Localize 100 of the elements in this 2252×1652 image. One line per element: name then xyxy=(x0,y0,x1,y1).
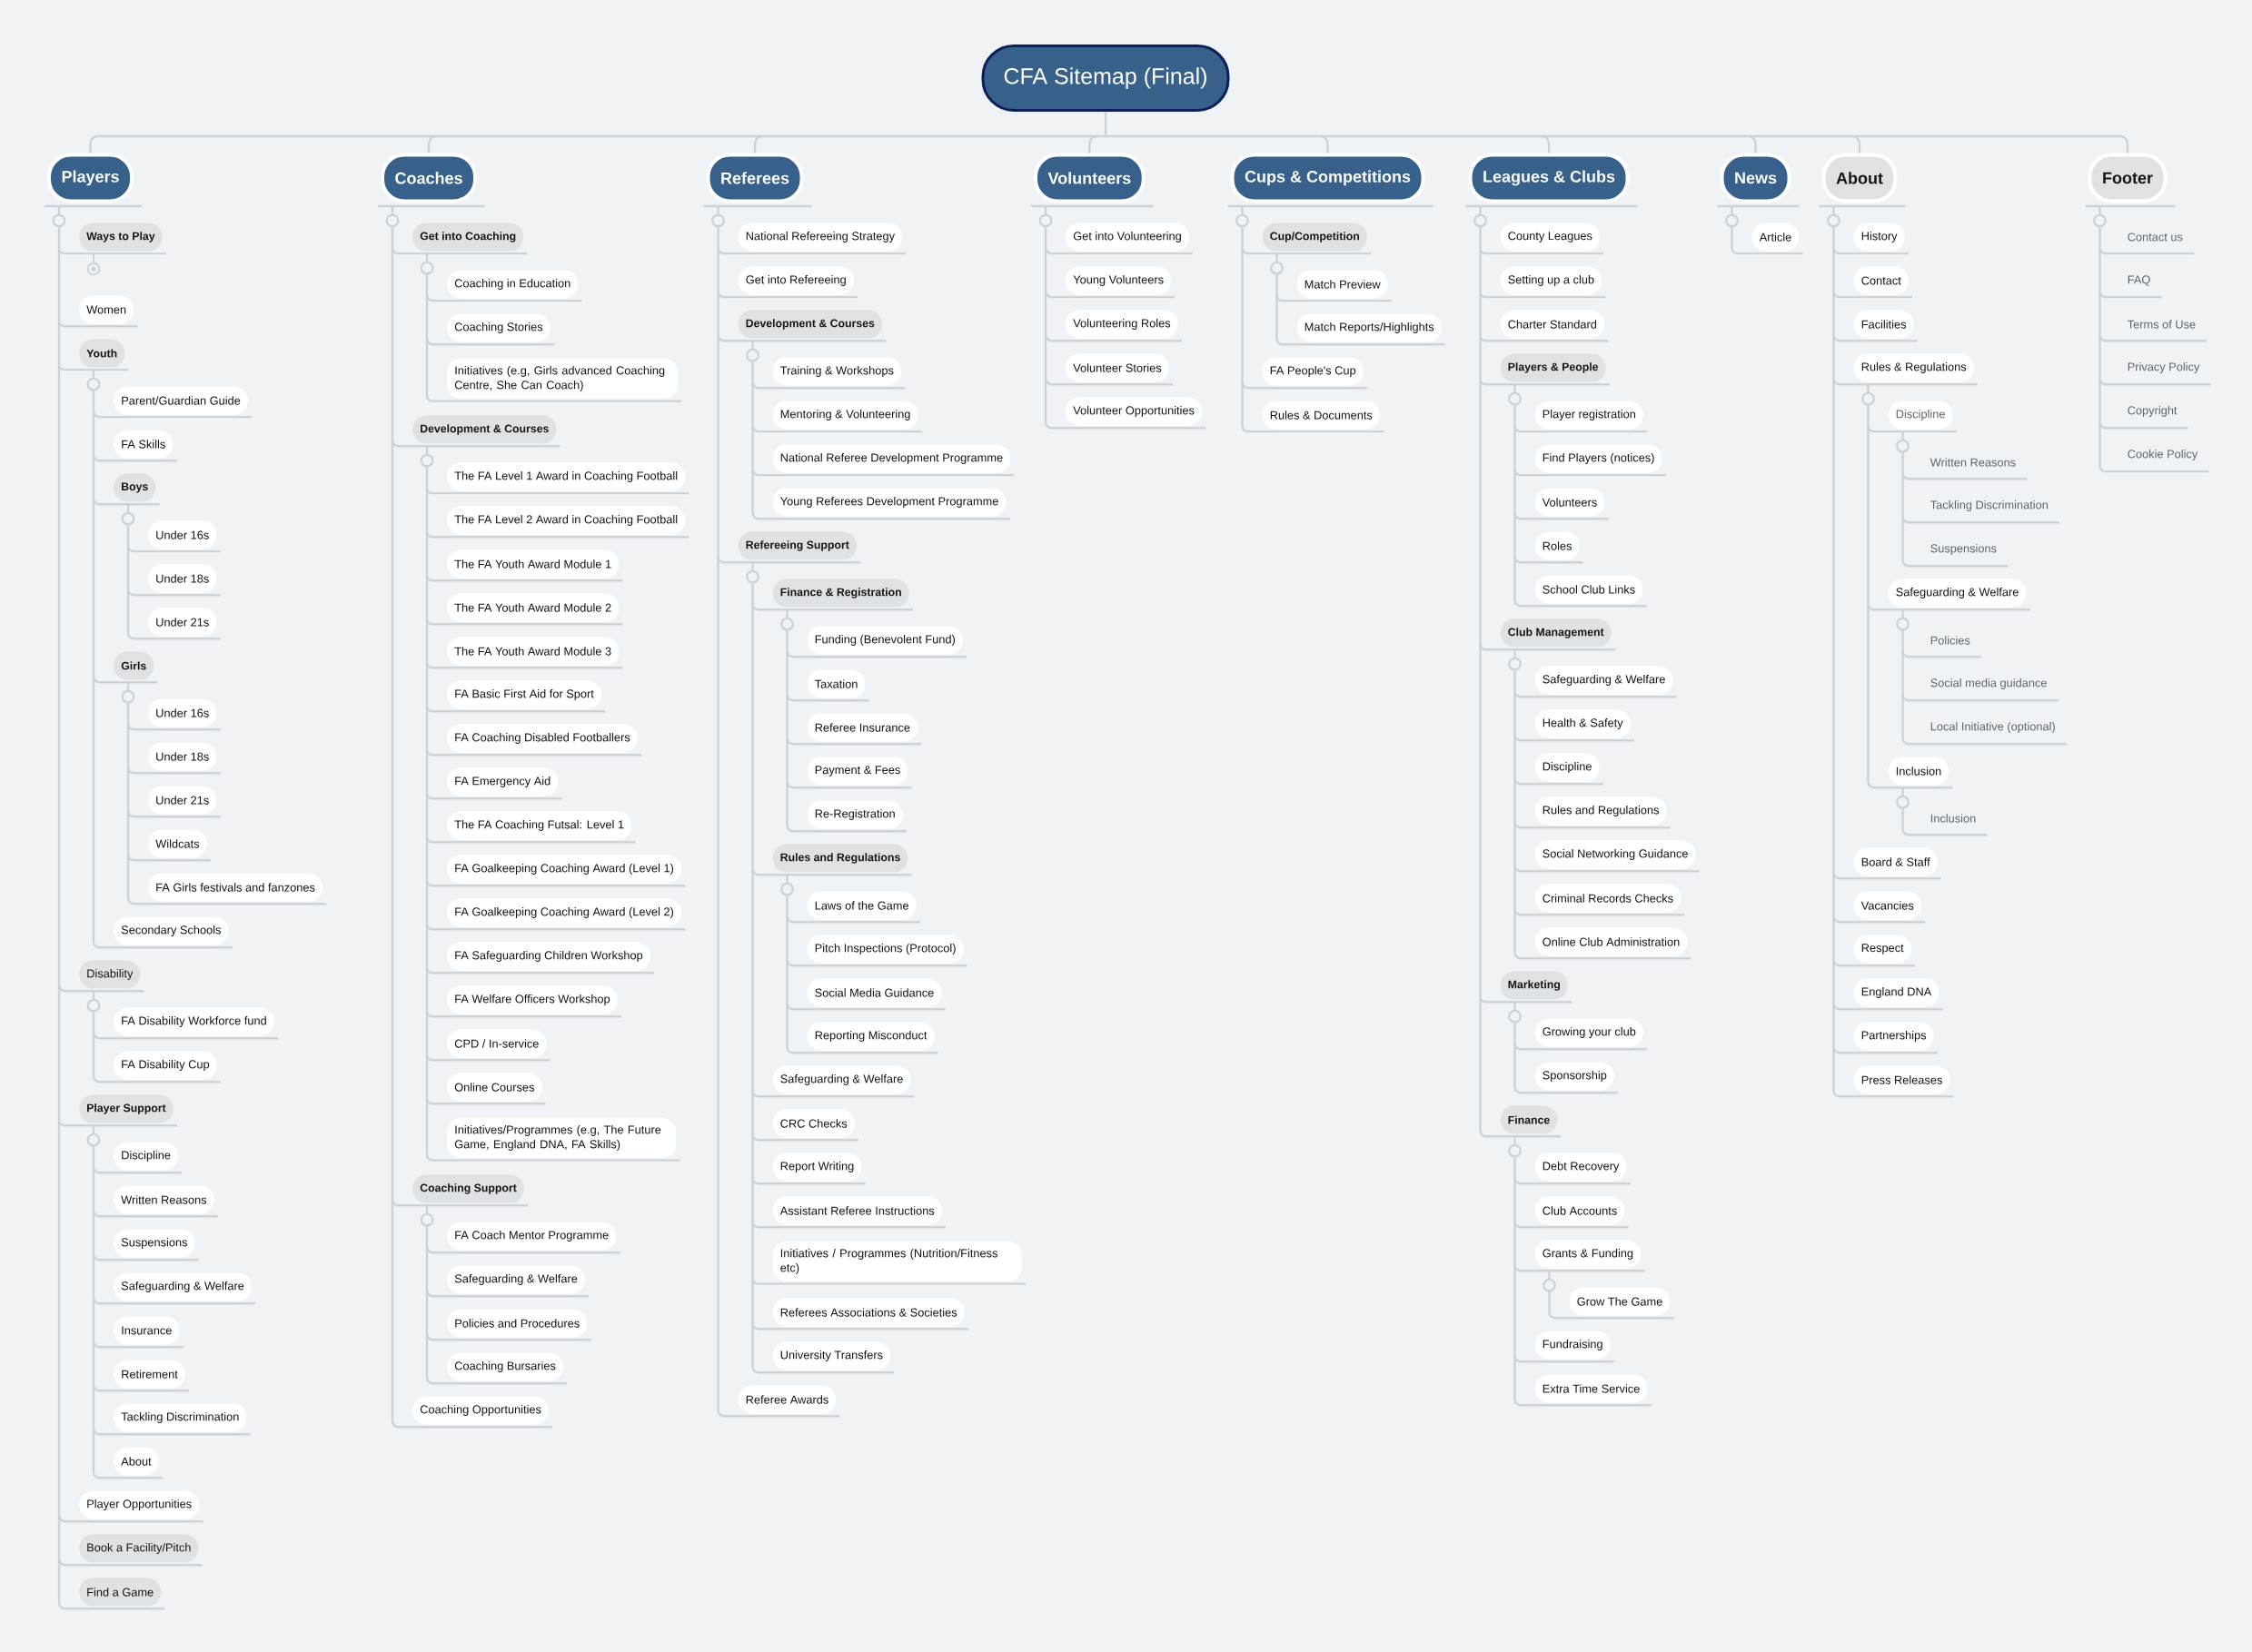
page-label: Social media guidance xyxy=(1930,678,2047,689)
section-pill: Referees xyxy=(706,153,804,203)
page-pill: FA Disability Workforce fund xyxy=(114,1007,274,1036)
group-pill: Player Support xyxy=(79,1094,174,1123)
connector xyxy=(126,767,221,775)
page-pill: Roles xyxy=(1534,531,1580,560)
page-pill: Extra Time Service xyxy=(1534,1374,1648,1403)
page-label: Tackling Discrimination xyxy=(1930,500,2049,511)
connector xyxy=(1508,1136,1522,1400)
connector xyxy=(1479,378,1610,386)
connector xyxy=(1513,908,1685,916)
section-pill: Coaches xyxy=(381,153,478,203)
connector xyxy=(786,1003,946,1011)
connector xyxy=(1479,291,1606,299)
page-pill: Volunteer Opportunities xyxy=(1066,397,1202,426)
page-pill: The FA Youth Award Module 2 xyxy=(447,593,620,622)
page-pill: Payment & Fees xyxy=(807,757,908,786)
page-pill: Book a Facility/Pitch xyxy=(79,1534,199,1563)
connector xyxy=(121,504,135,634)
connector xyxy=(391,1199,528,1207)
connector xyxy=(86,1125,101,1473)
page-pill: Online Courses xyxy=(447,1073,542,1102)
connector xyxy=(786,737,922,746)
page-pill: Get into Volunteering xyxy=(1066,223,1189,252)
page-pill: FA Safeguarding Children Workshop xyxy=(447,942,650,971)
connector xyxy=(425,661,623,669)
connector xyxy=(420,1205,434,1379)
group-pill: Cup/Competition xyxy=(1262,223,1367,252)
group-pill: Players & People xyxy=(1500,353,1606,382)
connector xyxy=(425,923,686,931)
connector xyxy=(1867,603,2030,611)
section-pill: News xyxy=(1720,153,1791,203)
connector xyxy=(1832,291,1913,299)
page-pill: FA Goalkeeping Coaching Award (Level 1) xyxy=(447,855,681,884)
connector xyxy=(786,1046,938,1054)
connector xyxy=(425,879,686,887)
connector xyxy=(1901,694,2059,702)
page-pill: Suspensions xyxy=(114,1229,195,1258)
page-pill: Safeguarding & Welfare xyxy=(114,1272,252,1301)
page-pill: FA Emergency Aid xyxy=(447,767,559,796)
page-pill: Coaching Opportunities xyxy=(412,1396,549,1425)
connector xyxy=(1513,1355,1614,1363)
connector xyxy=(786,825,907,833)
page-pill: The FA Level 1 Award in Coaching Football xyxy=(447,462,686,491)
connector xyxy=(425,1377,568,1385)
connector xyxy=(780,875,794,1048)
connector xyxy=(126,810,221,818)
connector xyxy=(751,469,1015,477)
page-pill: FA People's Cup xyxy=(1262,357,1364,386)
page-pill: Growing your club xyxy=(1534,1018,1643,1047)
page-pill: Coaching Stories xyxy=(447,313,551,342)
page-pill: Match Reports/Highlights xyxy=(1296,313,1442,342)
connector xyxy=(1832,1090,1954,1098)
page-pill: University Transfers xyxy=(772,1341,891,1370)
connector xyxy=(1867,425,1957,433)
connector xyxy=(1044,334,1182,342)
page-pill: Volunteer Stories xyxy=(1066,353,1169,382)
page-pill: Laws of the Game xyxy=(807,891,917,920)
connector xyxy=(1861,384,1875,783)
connector xyxy=(425,1290,590,1298)
page-pill: Pitch Inspections (Protocol) xyxy=(807,935,964,964)
page-pill: Get into Refereeing xyxy=(738,266,854,295)
connector xyxy=(751,1133,858,1142)
connector xyxy=(1508,649,1522,954)
connector xyxy=(425,1333,591,1341)
connector xyxy=(425,966,654,974)
page-pill: Social Media Guidance xyxy=(807,978,942,1007)
page-pill: Young Volunteers xyxy=(1066,266,1172,295)
connector xyxy=(86,370,101,943)
page-pill: Debt Recovery xyxy=(1534,1152,1627,1182)
connector xyxy=(1044,378,1173,386)
connector xyxy=(1241,425,1384,433)
connector xyxy=(1513,865,1700,873)
page-pill: FA Coach Mentor Programme xyxy=(447,1222,617,1251)
page-label: Terms of Use xyxy=(2128,320,2196,329)
group-pill: Finance xyxy=(1500,1105,1558,1134)
page-label: Inclusion xyxy=(1930,814,1976,823)
connector xyxy=(425,1246,620,1254)
section-pill: About xyxy=(1821,153,1898,203)
connector xyxy=(1896,431,1910,561)
group-pill: Finance & Registration xyxy=(772,579,909,608)
page-label: Suspensions xyxy=(1930,544,1997,555)
group-pill: Refereeing Support xyxy=(738,531,857,560)
page-pill: Referee Awards xyxy=(738,1385,837,1414)
page-label: Cookie Policy xyxy=(2128,450,2198,460)
connector xyxy=(425,705,606,713)
page-pill: Article xyxy=(1751,223,1800,252)
group-pill: Development & Courses xyxy=(412,415,557,444)
connector xyxy=(1513,690,1677,698)
page-pill: Referees Associations & Societies xyxy=(772,1298,965,1327)
connector xyxy=(1044,247,1193,255)
page-pill: Training & Workshops xyxy=(772,357,901,386)
page-label: Contact us xyxy=(2128,232,2183,242)
connector xyxy=(2098,465,2209,473)
connector xyxy=(1513,599,1647,608)
page-pill: The FA Level 2 Award in Coaching Football xyxy=(447,506,686,535)
connector xyxy=(2093,206,2107,467)
section-pill: Leagues & Clubs xyxy=(1468,153,1630,203)
page-pill: Initiatives / Programmes (Nutrition/Fitness etc) xyxy=(772,1241,1022,1281)
connector xyxy=(1832,1046,1938,1054)
